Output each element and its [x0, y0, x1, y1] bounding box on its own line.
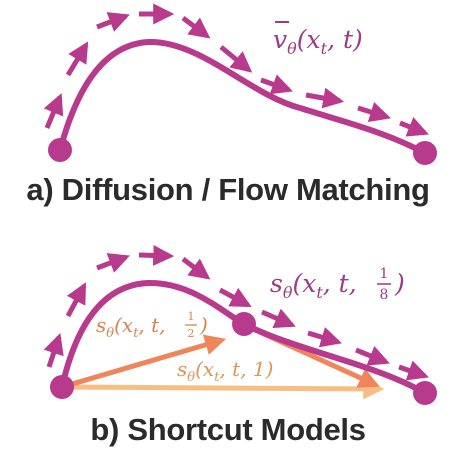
velocity-arrow: [181, 16, 211, 39]
shortcut-arrow-eighth: [65, 282, 87, 318]
shortcut-arrow-eighth: [261, 308, 296, 328]
caption-panel-a: a) Diffusion / Flow Matching: [26, 172, 430, 207]
velocity-arrows-a: [43, 3, 429, 137]
label-half-den: 2: [188, 327, 195, 340]
label-half-args: (x: [114, 313, 133, 337]
label-half-num: 1: [188, 310, 195, 323]
shortcut-arrows-eighth: [43, 244, 429, 381]
shortcut-arrow-eighth: [218, 287, 252, 308]
shortcut-arrow-eighth: [43, 333, 64, 368]
label-eighth-sub: θ: [283, 283, 293, 302]
label-one-sub: θ: [187, 370, 195, 385]
shortcut-arrow-eighth: [355, 346, 390, 366]
label-half-end: ): [199, 313, 208, 337]
label-step-eighth: sθ(xt, t, 1 8 ): [270, 266, 405, 303]
velocity-arrow: [260, 74, 293, 95]
svg-text:sθ(xt, t,: sθ(xt, t,: [96, 313, 166, 341]
panel-a: vθ(xt, t): [43, 3, 437, 165]
caption-panel-b: b) Shortcut Models: [90, 412, 366, 447]
svg-text:sθ(xt, t,: sθ(xt, t,: [270, 269, 357, 302]
shortcut-arrow-eighth: [398, 360, 429, 381]
start-point-a: [48, 138, 72, 162]
shortcut-arrow-eighth: [138, 244, 175, 266]
velocity-arrow: [96, 12, 130, 32]
label-half-sub: θ: [106, 326, 114, 341]
shortcut-arrow-eighth: [181, 257, 211, 280]
label-half-args-mid: , t,: [138, 313, 165, 337]
label-step-half: sθ(xt, t, 1 2 ): [96, 310, 208, 341]
velocity-label: vθ(xt, t): [273, 25, 363, 58]
flow-trajectory-b: [59, 279, 428, 396]
label-one-args-mid: , t, 1): [219, 357, 273, 381]
label-half-main: s: [96, 313, 106, 337]
panel-b: sθ(xt, t, 1 8 ) sθ(xt, t, 1 2 ) sθ(xt, t…: [43, 244, 437, 405]
velocity-label-args: (x: [297, 25, 321, 54]
velocity-arrow: [65, 41, 89, 77]
shortcut-arrow-one: [61, 378, 385, 400]
label-one-args: (x: [195, 357, 214, 381]
velocity-arrow: [43, 93, 64, 129]
shortcut-arrow-eighth: [307, 327, 343, 348]
velocity-arrow: [357, 101, 392, 123]
flow-trajectory-a: [57, 38, 428, 156]
velocity-label-args-sub: t: [321, 39, 328, 58]
label-one-main: s: [177, 357, 187, 381]
label-eighth-num: 1: [380, 266, 389, 282]
label-eighth-args-mid: , t,: [323, 269, 357, 298]
label-eighth-den: 8: [380, 287, 389, 303]
velocity-arrow: [219, 45, 253, 73]
label-one-args-sub: t: [214, 370, 220, 385]
svg-text:sθ(xt, t, 1): sθ(xt, t, 1): [177, 357, 273, 385]
velocity-arrow: [399, 117, 429, 137]
shortcut-arrow-eighth: [96, 253, 130, 273]
velocity-arrow: [305, 87, 345, 109]
velocity-label-args-end: , t): [327, 25, 363, 54]
label-eighth-args-sub: t: [316, 283, 323, 302]
velocity-label-main: v: [273, 25, 287, 54]
label-step-one: sθ(xt, t, 1): [177, 357, 273, 385]
label-eighth-args: (x: [292, 269, 316, 298]
end-point-a: [413, 141, 437, 165]
velocity-label-sub: θ: [287, 39, 297, 58]
label-half-args-sub: t: [133, 326, 139, 341]
mid-point-b: [232, 312, 256, 336]
label-eighth-main: s: [270, 269, 283, 298]
end-point-b: [413, 381, 437, 405]
label-eighth-end: ): [394, 269, 405, 298]
shortcut-arrow-half-1: [61, 334, 227, 390]
start-point-b: [50, 375, 74, 399]
